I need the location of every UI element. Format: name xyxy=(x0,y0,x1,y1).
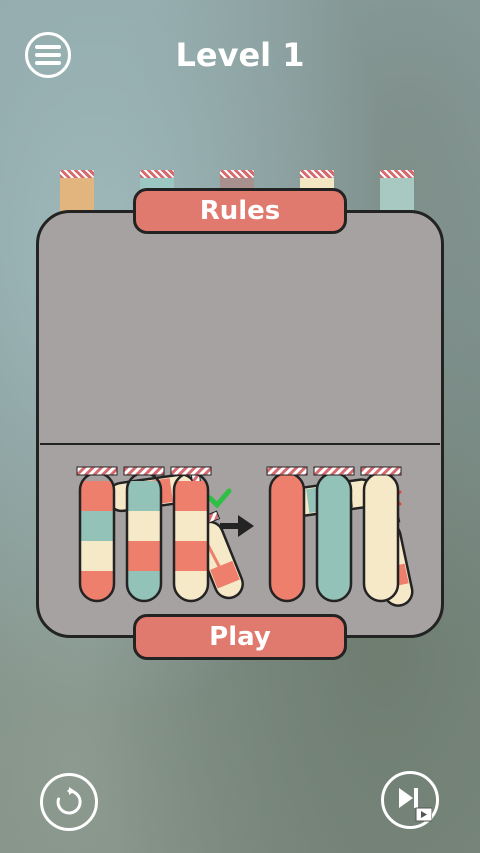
level-title: Level 1 xyxy=(175,36,305,74)
example-tube xyxy=(313,466,355,603)
hamburger-menu-icon xyxy=(35,45,61,65)
example-tube xyxy=(360,466,402,603)
example-tube xyxy=(170,466,212,603)
restart-icon xyxy=(56,787,82,815)
example-tube xyxy=(266,466,308,603)
menu-button[interactable] xyxy=(25,32,71,78)
background-tube xyxy=(380,170,414,212)
restart-button[interactable] xyxy=(40,773,98,831)
rules-banner: Rules xyxy=(133,188,347,234)
sorting-example xyxy=(76,466,402,603)
panel-divider xyxy=(40,443,440,445)
skip-level-video-icon xyxy=(399,788,432,822)
example-tube xyxy=(76,466,118,603)
right-arrow-icon xyxy=(220,515,254,537)
play-button[interactable]: Play xyxy=(133,614,347,660)
checkmark-icon xyxy=(207,488,232,509)
skip-level-button[interactable] xyxy=(381,771,439,829)
background-tube xyxy=(60,170,94,212)
example-tube xyxy=(123,466,165,603)
